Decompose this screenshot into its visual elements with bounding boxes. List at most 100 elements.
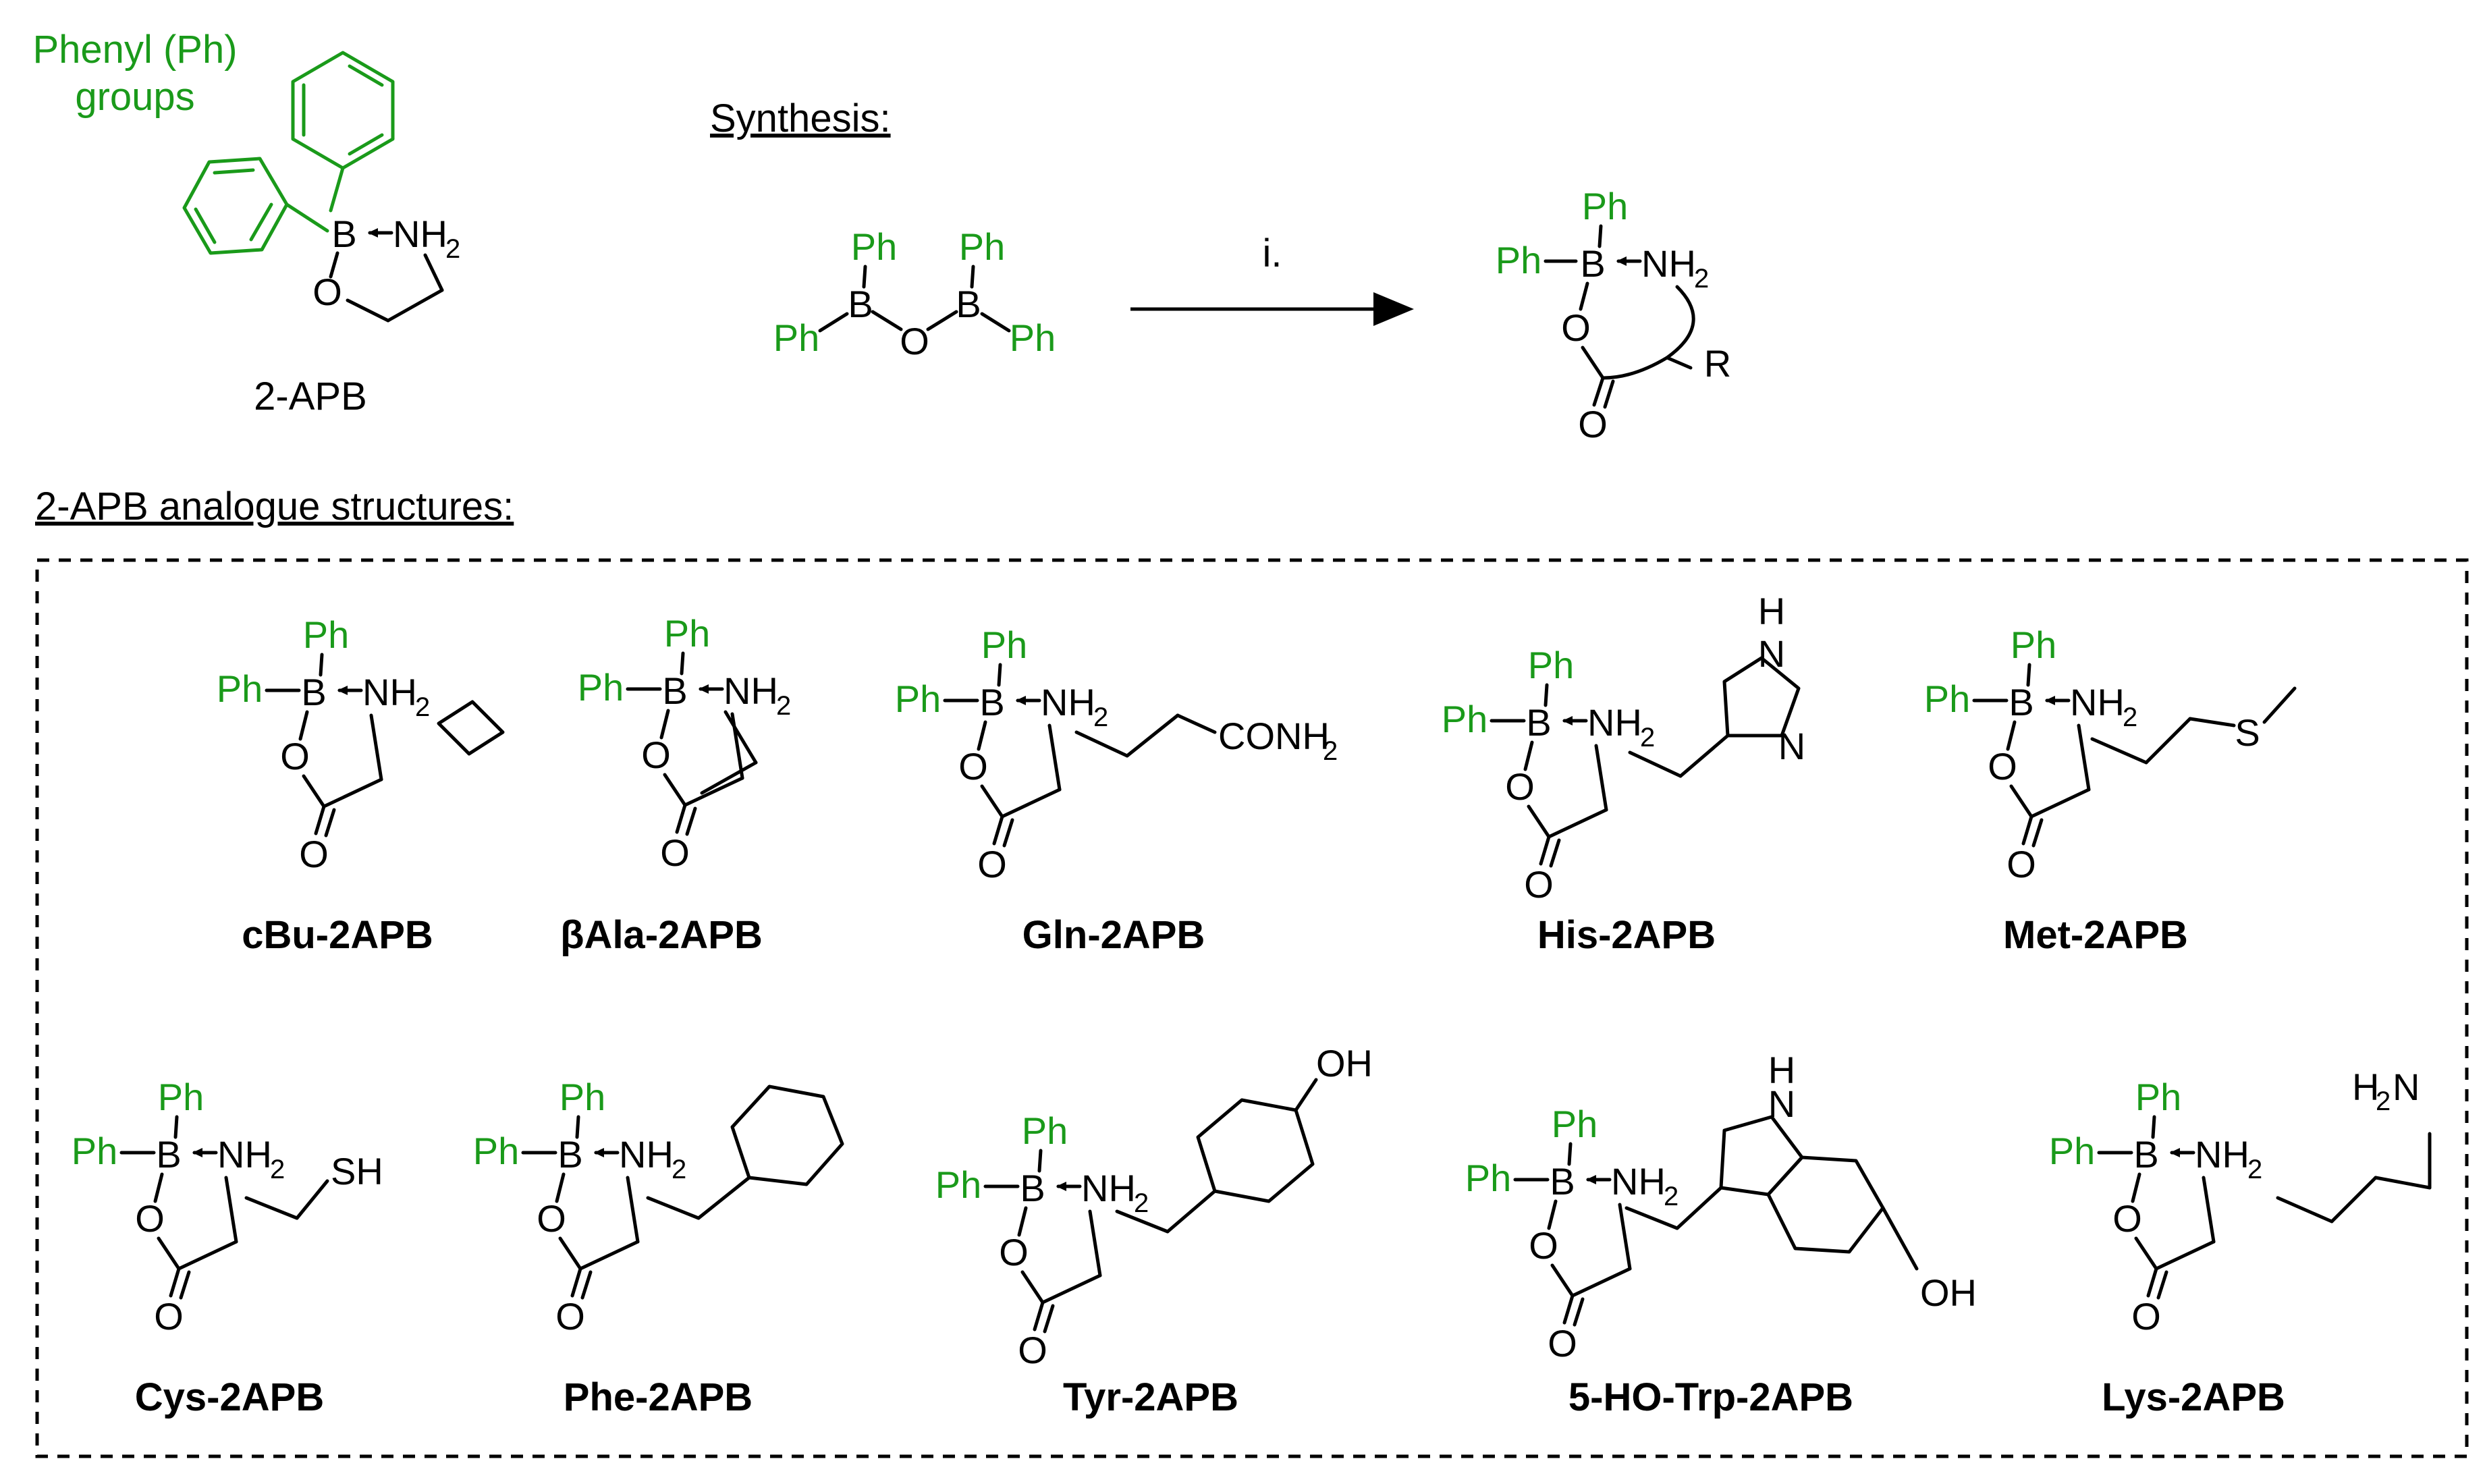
core-ph-left: Ph [578,666,624,709]
bond-line [2156,1270,2168,1300]
two-apb-nh2-sub: 2 [445,234,460,264]
bond-line [1523,740,1534,771]
compound-name: His-2APB [1537,913,1716,957]
core-nh-sub: 2 [2123,703,2137,732]
bond-line [680,651,685,676]
bond-line [314,804,326,835]
bond-line [2202,1176,2216,1244]
core-nh-sub: 2 [270,1155,285,1184]
core-b: B [1550,1160,1575,1203]
phe-ring [730,1084,844,1186]
bond-line [1573,1297,1585,1327]
bond-line [2006,720,2017,751]
bond-line [2026,663,2031,687]
bond-line [2031,818,2044,848]
core-nh: NH [723,669,778,712]
bond-line [177,1240,238,1271]
core-nh: NH [1041,681,1095,723]
bond-line [369,713,383,781]
compound-names: cBu-2APB βAla-2APB Gln-2APB His-2APB Met… [135,913,2285,1419]
core-ring-o: O [1505,765,1535,808]
bond-line [977,720,987,751]
core-b: B [1526,701,1551,744]
two-apb-atom-o: O [312,271,342,313]
compound-name: Gln-2APB [1022,913,1205,957]
core-ring-o: O [1988,745,2017,788]
anhydride-ph-4: Ph [1010,317,1056,359]
bond-line [1539,835,1551,866]
bond-line [1002,818,1014,848]
bond-line [1550,1263,1575,1298]
bond-line [2077,723,2091,792]
lys-h2n-h: H [2352,1066,2379,1108]
bond-line [2029,788,2091,819]
product-ph-top: Ph [1582,185,1629,227]
core-b: B [557,1133,582,1176]
bond-line [1043,1304,1055,1334]
tyr-ring [1196,1098,1315,1203]
core-nh: NH [217,1133,272,1176]
bond-line [580,1270,593,1300]
core-b: B [979,681,1004,723]
core-ring-o: O [958,745,988,788]
dative-arrowhead [1016,696,1026,705]
cys-sh: SH [331,1150,383,1192]
dative-arrowhead [594,1148,604,1157]
core-carbonyl-o: O [1548,1322,1577,1365]
bond-line [1047,723,1062,792]
bond-line [683,776,744,807]
anhydride-o: O [900,320,929,362]
core-ph-top: Ph [2135,1076,2182,1118]
core-carbonyl-o: O [2131,1295,2161,1338]
core-ph-top: Ph [1022,1109,1068,1152]
core-nh: NH [2070,681,2125,723]
bond-line [1594,744,1608,812]
bond-line [302,774,326,808]
trp-pyrrole [1719,1115,1804,1197]
compound-name: cBu-2APB [242,913,433,957]
product-b: B [1580,242,1605,285]
dative-arrowhead [699,684,709,694]
core-nh: NH [1611,1160,1666,1203]
core-ph-left: Ph [217,667,263,710]
side-chains: CONH 2 H N N S SH OH H N [244,590,2432,1314]
synthesis-heading: Synthesis: [710,97,891,140]
core-ph-top: Ph [664,612,711,655]
gln-conh2-sub: 2 [1323,736,1338,766]
bond-line [2131,1172,2141,1203]
bond-line [1547,1199,1558,1230]
bond-line [1041,1273,1102,1304]
core-nh-sub: 2 [776,691,791,721]
bond-line [1567,1142,1573,1166]
core-nh-sub: 2 [1093,703,1108,732]
core-nh: NH [2195,1133,2249,1176]
bond-line [169,1267,181,1298]
core-b: B [662,669,687,712]
two-apb-atom-b: B [331,213,356,255]
trp-n: N [1768,1082,1795,1125]
core-ph-left: Ph [895,678,941,720]
core-ph-left: Ph [72,1130,118,1172]
bond-line [663,773,687,807]
bond-line [324,808,336,837]
bond-line [1000,788,1062,819]
two-apb-name: 2-APB [254,375,367,418]
bond-line [1037,1149,1043,1173]
two-apb-atom-nh2: NH [393,213,447,255]
core-ph-top: Ph [2011,624,2057,666]
trp-oh: OH [1920,1271,1977,1314]
core-ph-left: Ph [1924,678,1971,720]
core-nh-sub: 2 [672,1155,686,1184]
core-b: B [2009,681,2033,723]
bond-line [1547,808,1608,839]
bond-line [1033,1300,1045,1331]
core-b: B [1020,1167,1045,1209]
bond-line [1562,1294,1575,1325]
core-nh-sub: 2 [2247,1155,2262,1184]
bond-line [1618,1203,1632,1271]
phenyl-label-line1: Phenyl (Ph) [32,28,237,72]
bond-line [555,1172,566,1203]
bond-line [1088,1209,1102,1277]
bond-line [153,1172,164,1203]
